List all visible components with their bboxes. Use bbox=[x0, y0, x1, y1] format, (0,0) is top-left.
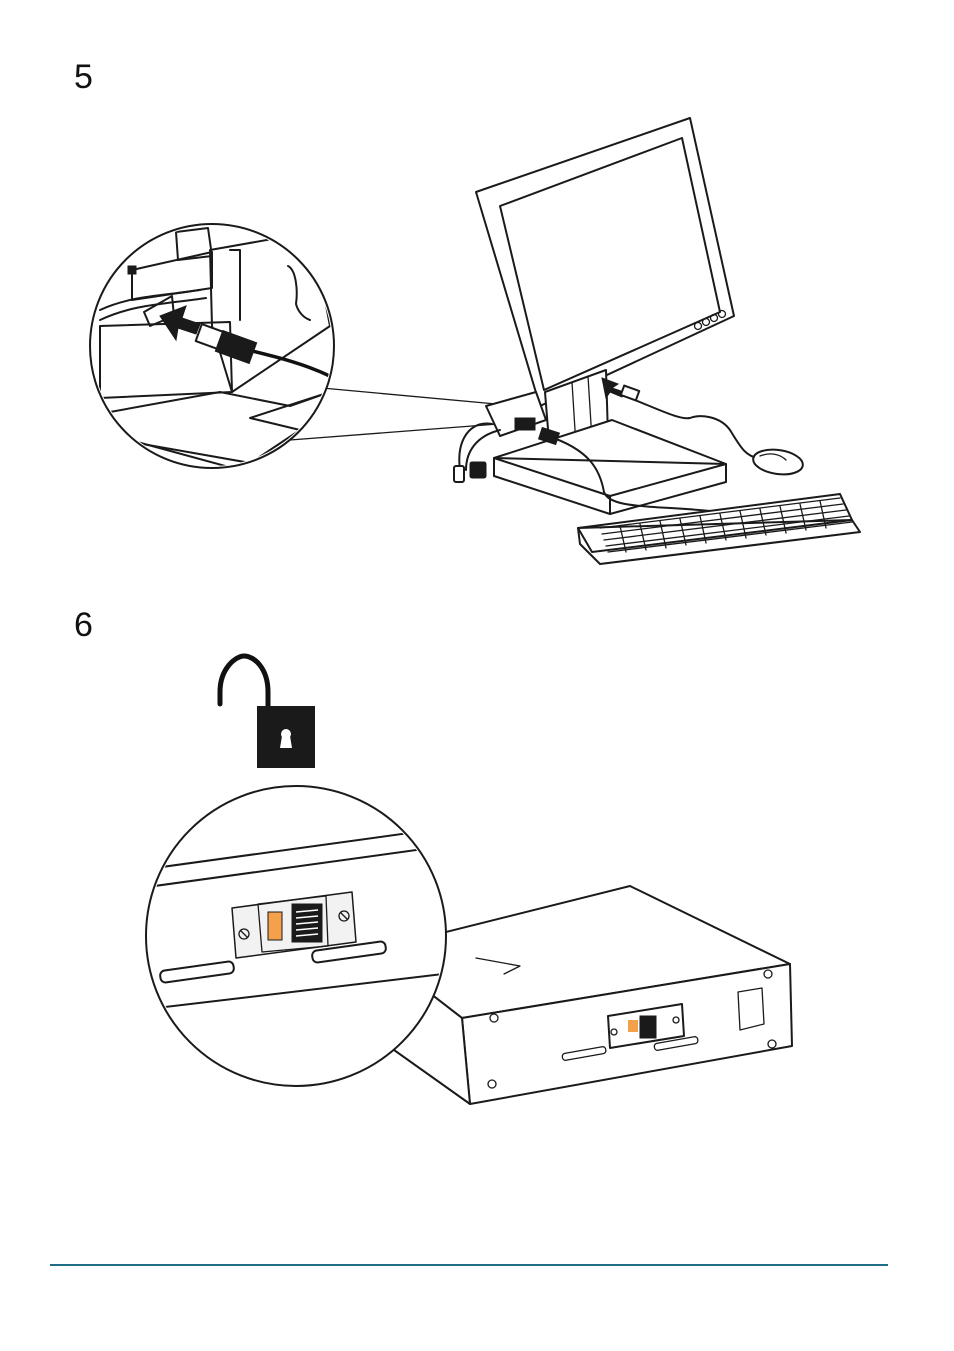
cable-connector-zoom-callout bbox=[90, 224, 370, 470]
step5-illustration bbox=[90, 118, 860, 564]
unlocked-padlock-icon bbox=[220, 656, 315, 768]
callout-line bbox=[322, 388, 496, 404]
step6-illustration bbox=[140, 656, 792, 1104]
monitor-illustration bbox=[476, 118, 734, 514]
footer-rule bbox=[50, 1264, 888, 1266]
keyhole-icon bbox=[280, 729, 292, 748]
keyboard-illustration bbox=[578, 494, 860, 564]
mouse-illustration bbox=[752, 447, 805, 478]
